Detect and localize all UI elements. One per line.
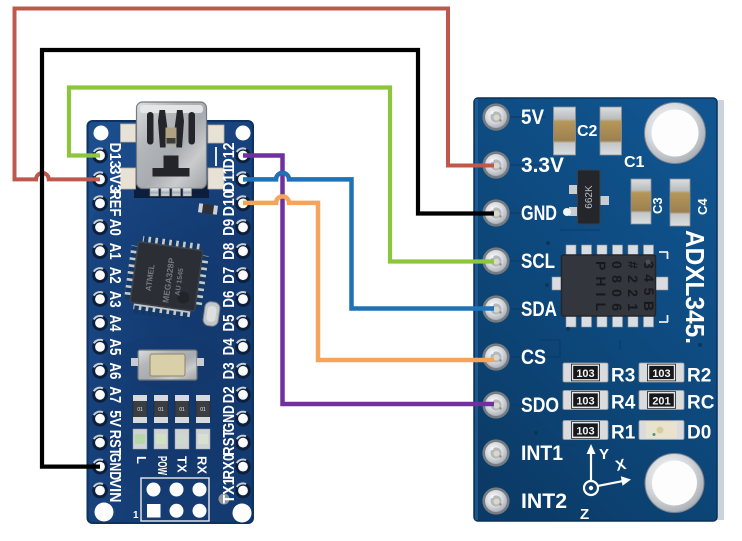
- svg-text:201: 201: [652, 396, 670, 408]
- svg-text:CS: CS: [521, 345, 546, 369]
- svg-text:RX: RX: [195, 456, 210, 474]
- svg-text:AU 1545: AU 1545: [174, 268, 185, 296]
- svg-text:GND: GND: [221, 405, 238, 432]
- svg-text:PHIL: PHIL: [593, 261, 609, 311]
- svg-text:ADXL345.: ADXL345.: [680, 230, 710, 344]
- svg-text:C4: C4: [695, 198, 710, 215]
- svg-text:D13: D13: [106, 143, 123, 169]
- svg-text:A5: A5: [106, 338, 123, 355]
- svg-text:Y: Y: [599, 446, 609, 463]
- svg-text:TX1: TX1: [221, 477, 238, 503]
- svg-text:RC: RC: [687, 393, 715, 414]
- svg-text:R3: R3: [611, 366, 635, 387]
- svg-text:INT1: INT1: [521, 441, 563, 465]
- svg-text:A0: A0: [106, 219, 123, 236]
- svg-text:5V: 5V: [106, 410, 123, 427]
- svg-text:A3: A3: [106, 291, 123, 308]
- svg-text:INT2: INT2: [521, 489, 567, 513]
- svg-text:SDO: SDO: [521, 393, 559, 417]
- svg-text:A2: A2: [106, 267, 123, 284]
- svg-text:Z: Z: [580, 506, 589, 523]
- svg-text:L: L: [134, 456, 149, 464]
- svg-text:D3: D3: [221, 362, 238, 379]
- svg-text:D11: D11: [221, 166, 238, 192]
- svg-text:D8: D8: [221, 243, 238, 260]
- svg-text:D0: D0: [687, 423, 711, 444]
- svg-text:GND: GND: [106, 453, 123, 480]
- svg-text:01: 01: [179, 407, 185, 413]
- svg-text:R2: R2: [687, 366, 711, 387]
- svg-text:TX: TX: [175, 456, 190, 473]
- svg-text:VIN: VIN: [106, 479, 123, 503]
- svg-text:D6: D6: [221, 291, 238, 308]
- svg-text:C1: C1: [624, 154, 645, 171]
- svg-text:SDA: SDA: [521, 297, 557, 321]
- svg-text:POW: POW: [155, 456, 170, 475]
- svg-text:01: 01: [200, 407, 206, 413]
- svg-text:R4: R4: [611, 393, 636, 414]
- svg-text:C2: C2: [577, 123, 598, 140]
- svg-text:A1: A1: [106, 243, 123, 260]
- svg-text:5V: 5V: [521, 105, 545, 129]
- svg-text:A7: A7: [106, 386, 123, 403]
- svg-text:REF: REF: [106, 190, 123, 216]
- svg-text:1: 1: [133, 510, 139, 521]
- svg-text:A6: A6: [106, 362, 123, 379]
- svg-text:SCL: SCL: [521, 249, 555, 273]
- svg-text:D9: D9: [221, 219, 238, 236]
- svg-text:C3: C3: [650, 197, 665, 214]
- svg-text:D7: D7: [221, 267, 238, 284]
- svg-text:01: 01: [137, 407, 143, 413]
- svg-text:01: 01: [158, 407, 164, 413]
- svg-text:D10: D10: [221, 190, 238, 216]
- svg-text:D5: D5: [221, 314, 238, 331]
- svg-text:X: X: [614, 456, 628, 475]
- svg-text:3V3: 3V3: [106, 166, 123, 192]
- svg-text:RST: RST: [221, 430, 238, 456]
- svg-text:RX0: RX0: [221, 454, 238, 480]
- svg-text:GND: GND: [521, 201, 557, 225]
- svg-text:ATMEL: ATMEL: [144, 264, 157, 292]
- svg-text:A4: A4: [106, 315, 123, 332]
- svg-text:D4: D4: [221, 338, 238, 355]
- svg-text:D12: D12: [221, 142, 238, 168]
- svg-text:662K: 662K: [584, 185, 595, 209]
- svg-text:RST: RST: [106, 430, 123, 456]
- svg-text:3.3V: 3.3V: [521, 153, 565, 177]
- svg-text:R1: R1: [611, 423, 636, 444]
- svg-text:D2: D2: [221, 386, 238, 403]
